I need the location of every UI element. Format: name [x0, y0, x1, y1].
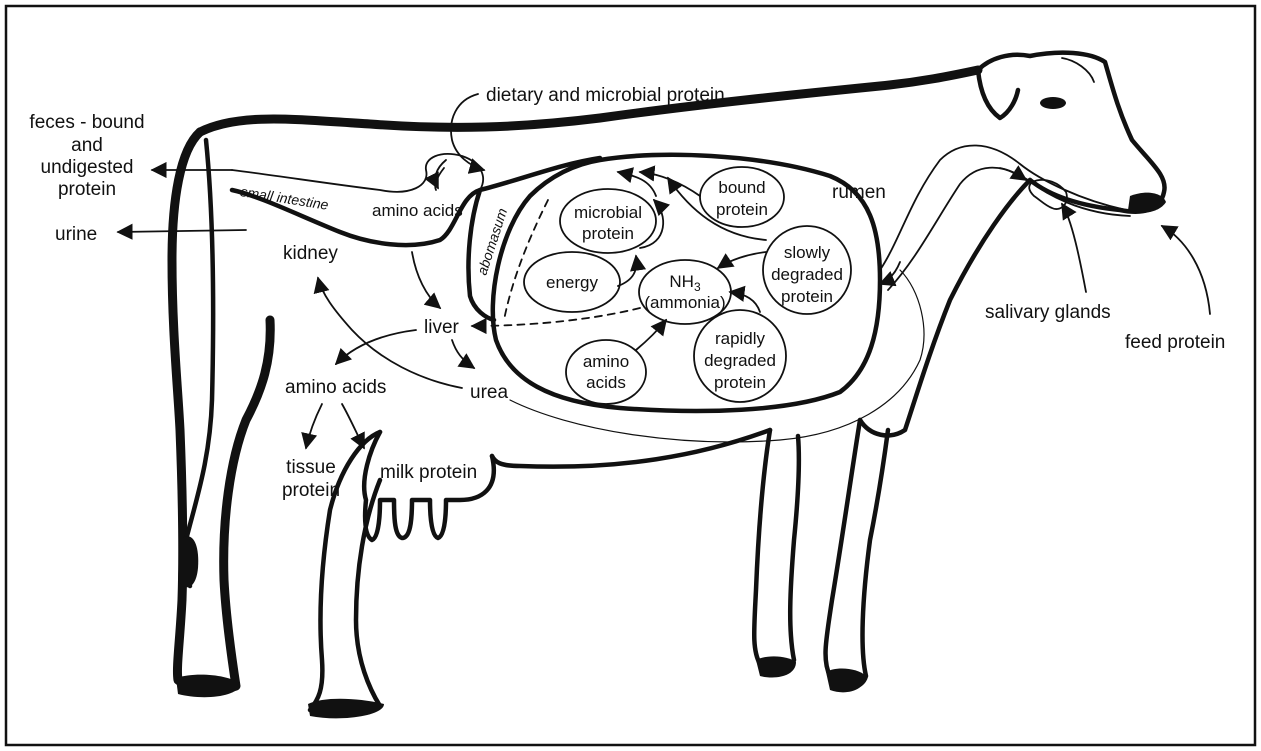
arrow-intestine-to-liver: [412, 252, 440, 308]
cow-head-outline: [978, 53, 1165, 212]
arrow-esophagus-top: [1000, 168, 1026, 180]
label-bound-2: protein: [716, 200, 768, 219]
label-rumen: rumen: [832, 182, 886, 203]
cow-hind-hoof-front: [308, 699, 384, 719]
label-feces-2: and: [71, 135, 103, 156]
arrow-slowly-to-nh3: [718, 252, 766, 268]
abomasum-divider: [504, 200, 548, 320]
label-amino-acids-liver: amino acids: [285, 377, 386, 398]
label-slowly-2: degraded: [771, 265, 843, 284]
amino-acids-pool: [566, 340, 646, 404]
label-microbial-2: protein: [582, 224, 634, 243]
cow-nostril-mouth: [1128, 193, 1166, 213]
arrow-aa-to-tissue: [306, 404, 322, 448]
label-rapidly-2: degraded: [704, 351, 776, 370]
arrow-microbial-up: [618, 172, 656, 196]
label-liver: liver: [424, 317, 460, 338]
arrow-liver-to-urea: [452, 340, 474, 368]
label-slowly-3: protein: [781, 287, 833, 306]
label-urine: urine: [55, 224, 97, 245]
label-slowly-1: slowly: [784, 243, 831, 262]
cow-front-leg-left: [826, 420, 888, 687]
label-feed-protein: feed protein: [1125, 332, 1225, 353]
label-amino-pool-2: acids: [586, 373, 626, 392]
cow-front-leg-right: [754, 430, 799, 670]
label-rapidly-3: protein: [714, 373, 766, 392]
cow-front-hoof-right: [756, 656, 796, 677]
label-amino-pool-1: amino: [583, 352, 629, 371]
label-feces-4: protein: [58, 179, 116, 200]
arrow-urine: [118, 230, 246, 232]
label-tissue-2: protein: [282, 480, 340, 501]
arrow-feed-pointer: [1162, 226, 1210, 314]
label-microbial-1: microbial: [574, 203, 642, 222]
label-urea: urea: [470, 382, 508, 403]
cow-hind-leg-back: [172, 132, 270, 689]
label-feces-3: undigested: [41, 157, 134, 178]
arrow-aa-to-nh3: [636, 320, 666, 350]
arrow-aa-to-milk: [342, 404, 364, 448]
arrow-salivary-pointer: [1062, 204, 1086, 292]
label-amino-acids-intestine: amino acids: [372, 201, 463, 220]
arrow-liver-to-aa: [336, 330, 416, 364]
esophagus-lower: [888, 168, 1130, 290]
label-bound-1: bound: [718, 178, 765, 197]
label-nh3: NH3: [669, 272, 701, 294]
label-salivary-glands: salivary glands: [985, 302, 1111, 323]
label-feces-1: feces - bound: [29, 112, 144, 133]
label-kidney: kidney: [283, 243, 338, 264]
label-milk-protein: milk protein: [380, 462, 477, 483]
cow-udder-outline: [364, 432, 494, 540]
cow-tail-switch: [178, 536, 198, 587]
arrow-rapidly-to-nh3: [730, 292, 760, 312]
cow-eye: [1040, 97, 1066, 109]
label-nh3-2: (ammonia): [644, 293, 725, 312]
label-rapidly-1: rapidly: [715, 329, 766, 348]
label-tissue-1: tissue: [286, 457, 336, 478]
flow-arrows: [118, 94, 1210, 448]
cow-ear-outline: [978, 70, 1018, 118]
arrow-abomasum-loop: [436, 160, 446, 188]
cow-front-hoof-left: [826, 669, 866, 693]
label-energy: energy: [546, 273, 598, 292]
cow-belly-outline: [492, 430, 770, 467]
label-dietary-microbial-protein: dietary and microbial protein: [486, 85, 725, 106]
nh3-pool: [639, 260, 731, 324]
cow-tail: [183, 140, 213, 586]
cow-ear-inner: [1062, 58, 1094, 82]
